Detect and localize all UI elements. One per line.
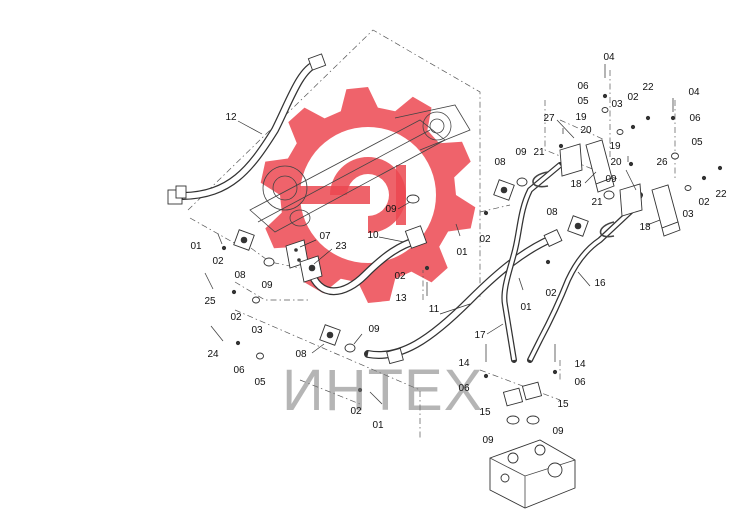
u-bolts-21 bbox=[532, 171, 615, 238]
callout-02: 02 bbox=[230, 312, 242, 323]
callout-03: 03 bbox=[611, 99, 623, 110]
flange-08-upper-right bbox=[493, 179, 515, 201]
hose-12 bbox=[167, 53, 327, 205]
callout-26: 26 bbox=[656, 157, 668, 168]
callout-23: 23 bbox=[335, 241, 347, 252]
callout-02: 02 bbox=[212, 256, 224, 267]
callout-05: 05 bbox=[577, 96, 589, 107]
clamp-18-upper bbox=[559, 143, 583, 177]
callout-19: 19 bbox=[575, 112, 587, 123]
callout-13: 13 bbox=[395, 293, 407, 304]
callout-22: 22 bbox=[715, 189, 727, 200]
flange-08-lower bbox=[319, 324, 341, 346]
callout-03: 03 bbox=[251, 325, 263, 336]
callout-09: 09 bbox=[605, 174, 617, 185]
callout-14: 14 bbox=[574, 359, 586, 370]
tube-17 bbox=[501, 162, 563, 363]
callout-09: 09 bbox=[368, 324, 380, 335]
callout-07: 07 bbox=[319, 231, 331, 242]
callout-01: 01 bbox=[520, 302, 532, 313]
callout-21: 21 bbox=[591, 197, 603, 208]
callout-03: 03 bbox=[682, 209, 694, 220]
callout-06: 06 bbox=[233, 365, 245, 376]
callout-02: 02 bbox=[545, 288, 557, 299]
callout-21: 21 bbox=[533, 147, 545, 158]
callout-18: 18 bbox=[639, 222, 651, 233]
callout-09: 09 bbox=[261, 280, 273, 291]
callout-24: 24 bbox=[207, 349, 219, 360]
callout-02: 02 bbox=[394, 271, 406, 282]
callout-08: 08 bbox=[546, 207, 558, 218]
callout-09: 09 bbox=[515, 147, 527, 158]
callout-01: 01 bbox=[456, 247, 468, 258]
valve-block bbox=[489, 439, 576, 509]
o-rings bbox=[263, 177, 615, 425]
callout-08: 08 bbox=[295, 349, 307, 360]
callout-02: 02 bbox=[627, 92, 639, 103]
callout-09: 09 bbox=[552, 426, 564, 437]
callout-06: 06 bbox=[577, 81, 589, 92]
callout-14: 14 bbox=[458, 358, 470, 369]
block-23 bbox=[299, 255, 323, 283]
callout-09: 09 bbox=[482, 435, 494, 446]
watermark-text: ИНТЕХ bbox=[282, 358, 484, 423]
callout-06: 06 bbox=[574, 377, 586, 388]
callout-01: 01 bbox=[190, 241, 202, 252]
callout-05: 05 bbox=[691, 137, 703, 148]
callout-04: 04 bbox=[688, 87, 700, 98]
callout-06: 06 bbox=[689, 113, 701, 124]
callout-16: 16 bbox=[594, 278, 606, 289]
callout-08: 08 bbox=[494, 157, 506, 168]
callout-27: 27 bbox=[543, 113, 555, 124]
clamp-18-lower bbox=[619, 183, 643, 217]
bolts bbox=[204, 64, 674, 405]
bracket-26 bbox=[651, 184, 681, 237]
callout-15: 15 bbox=[479, 407, 491, 418]
callout-01: 01 bbox=[372, 420, 384, 431]
callout-10: 10 bbox=[367, 230, 379, 241]
flange-08-left bbox=[233, 229, 255, 251]
callout-25: 25 bbox=[204, 296, 216, 307]
callout-02: 02 bbox=[698, 197, 710, 208]
hose-11 bbox=[364, 229, 563, 365]
callout-05: 05 bbox=[254, 377, 266, 388]
flanges-15 bbox=[502, 381, 543, 407]
tube-16 bbox=[527, 192, 643, 363]
leader-lines bbox=[237, 119, 661, 354]
hydraulic-cylinder bbox=[249, 104, 471, 233]
bracket-20-upper bbox=[585, 139, 615, 193]
callout-22: 22 bbox=[642, 82, 654, 93]
callout-18: 18 bbox=[570, 179, 582, 190]
callout-04: 04 bbox=[603, 52, 615, 63]
callout-06: 06 bbox=[458, 383, 470, 394]
callout-02: 02 bbox=[479, 234, 491, 245]
washers-and-nuts bbox=[221, 93, 723, 393]
callout-02: 02 bbox=[350, 406, 362, 417]
callout-15: 15 bbox=[557, 399, 569, 410]
callout-08: 08 bbox=[234, 270, 246, 281]
flange-08-right bbox=[567, 215, 589, 237]
callout-19: 19 bbox=[609, 141, 621, 152]
callout-17: 17 bbox=[474, 330, 486, 341]
guide-lines bbox=[187, 29, 676, 440]
callout-20: 20 bbox=[580, 125, 592, 136]
callout-09: 09 bbox=[385, 204, 397, 215]
callout-12: 12 bbox=[225, 112, 237, 123]
callout-20: 20 bbox=[610, 157, 622, 168]
callout-11: 11 bbox=[428, 304, 440, 315]
